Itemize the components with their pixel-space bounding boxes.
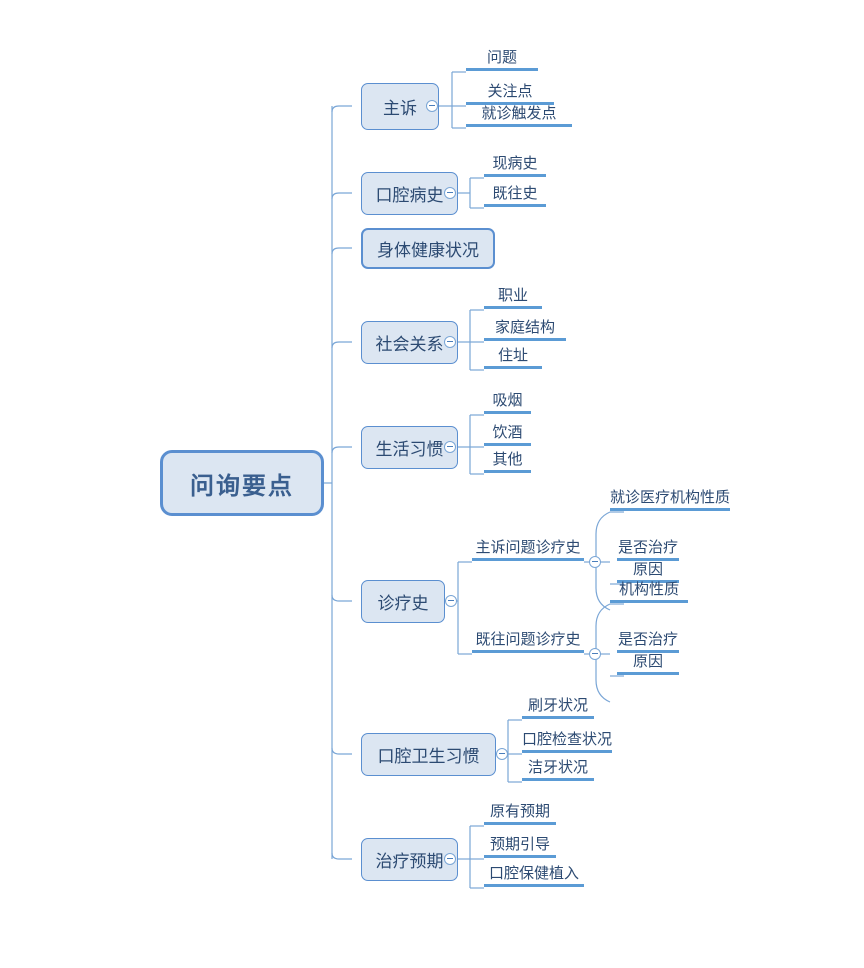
branch-node-zhiliaoyuqi[interactable]: 治疗预期 xyxy=(361,838,458,881)
leaf-node[interactable]: 住址 xyxy=(484,346,542,369)
leaf-node[interactable]: 问题 xyxy=(466,48,538,71)
branch-node-kouqiangbingshi[interactable]: 口腔病史 xyxy=(361,172,458,215)
sub-branch-node[interactable]: 既往问题诊疗史 xyxy=(472,630,584,653)
collapse-toggle-zhiliaoyuqi[interactable] xyxy=(444,853,456,865)
branch-node-zhenliaoshi[interactable]: 诊疗史 xyxy=(361,580,445,623)
collapse-toggle-zhenliaoshi[interactable] xyxy=(445,595,457,607)
leaf-node[interactable]: 就诊医疗机构性质 xyxy=(610,488,730,511)
leaf-node[interactable]: 吸烟 xyxy=(484,391,531,414)
leaf-node[interactable]: 原因 xyxy=(617,560,679,583)
leaf-node[interactable]: 其他 xyxy=(484,450,531,473)
leaf-node[interactable]: 口腔检查状况 xyxy=(522,730,612,753)
branch-node-shenghuoxiguan[interactable]: 生活习惯 xyxy=(361,426,458,469)
collapse-toggle-shenghuoxiguan[interactable] xyxy=(444,441,456,453)
collapse-toggle-shehuiguanxi[interactable] xyxy=(444,336,456,348)
leaf-node[interactable]: 洁牙状况 xyxy=(522,758,594,781)
collapse-toggle-zhusu[interactable] xyxy=(426,100,438,112)
branch-node-shehuiguanxi[interactable]: 社会关系 xyxy=(361,321,458,364)
collapse-toggle-jiwangwentizhenliaoshi[interactable] xyxy=(589,648,601,660)
leaf-node[interactable]: 饮酒 xyxy=(484,423,531,446)
leaf-node[interactable]: 关注点 xyxy=(466,82,554,105)
leaf-node[interactable]: 刷牙状况 xyxy=(522,696,594,719)
collapse-toggle-kouqiangweishengxiguan[interactable] xyxy=(496,748,508,760)
leaf-node[interactable]: 是否治疗 xyxy=(617,538,679,561)
leaf-node[interactable]: 口腔保健植入 xyxy=(484,864,584,887)
leaf-node[interactable]: 是否治疗 xyxy=(617,630,679,653)
leaf-node[interactable]: 就诊触发点 xyxy=(466,104,572,127)
leaf-node[interactable]: 原因 xyxy=(617,652,679,675)
leaf-node[interactable]: 原有预期 xyxy=(484,802,556,825)
collapse-toggle-zhusuwentizhenliaoshi[interactable] xyxy=(589,556,601,568)
branch-node-kouqiangweishengxiguan[interactable]: 口腔卫生习惯 xyxy=(361,733,496,776)
leaf-node[interactable]: 现病史 xyxy=(484,154,546,177)
leaf-node[interactable]: 机构性质 xyxy=(610,580,688,603)
collapse-toggle-kouqiangbingshi[interactable] xyxy=(444,187,456,199)
sub-branch-node[interactable]: 主诉问题诊疗史 xyxy=(472,538,584,561)
root-node[interactable]: 问询要点 xyxy=(160,450,324,516)
leaf-node[interactable]: 预期引导 xyxy=(484,835,556,858)
branch-node-shentijiankangzhuangkuang[interactable]: 身体健康状况 xyxy=(361,228,495,269)
leaf-node[interactable]: 职业 xyxy=(484,286,542,309)
leaf-node[interactable]: 既往史 xyxy=(484,184,546,207)
leaf-node[interactable]: 家庭结构 xyxy=(484,318,566,341)
